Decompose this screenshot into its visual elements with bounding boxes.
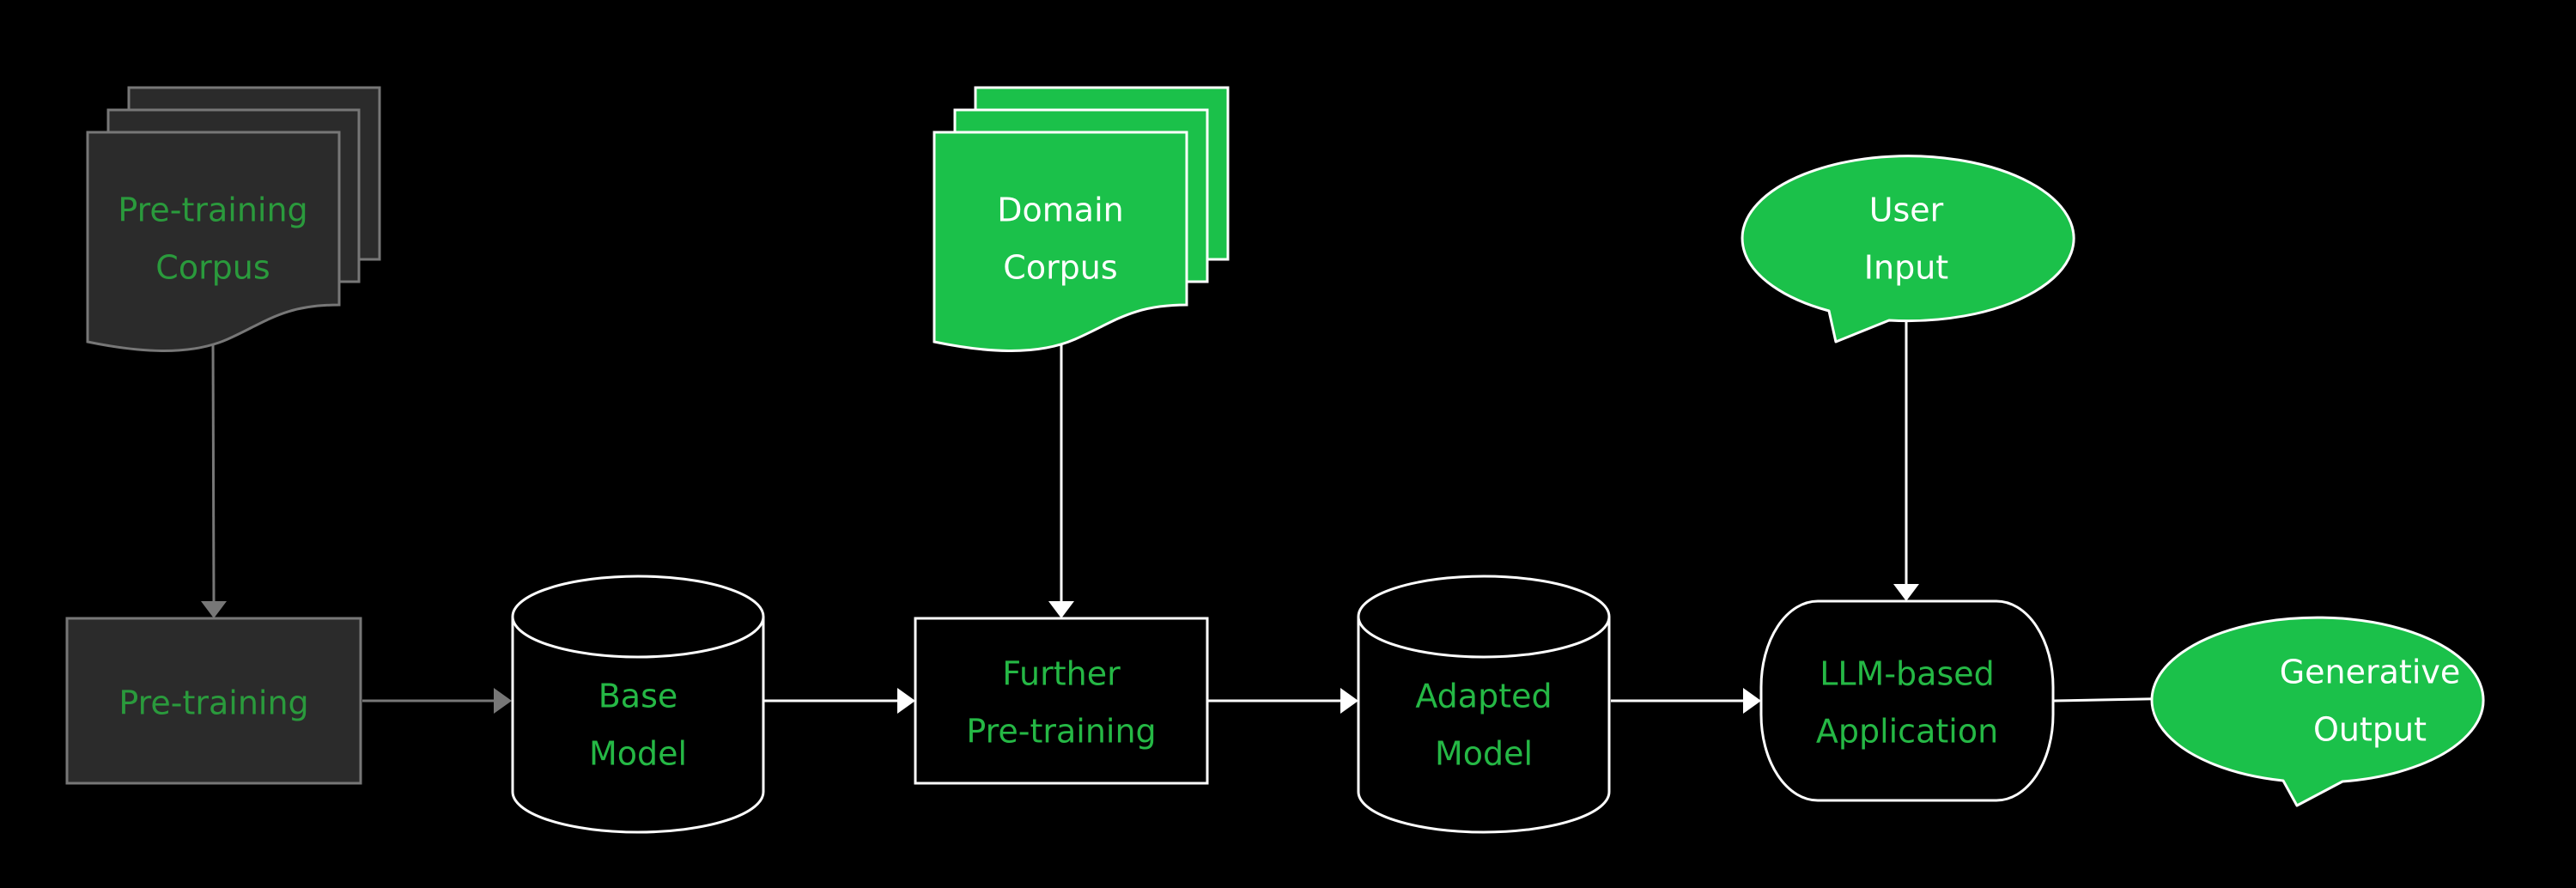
edges: [201, 322, 2205, 714]
pretraining-corpus-label-line1: Pre-training: [118, 192, 307, 229]
adapted-model-label-line1: Adapted: [1415, 678, 1552, 715]
speech-bubble-icon: [1741, 155, 2075, 344]
base-model-label-line2: Model: [589, 735, 687, 773]
further-pretraining-label-line1: Further: [1002, 655, 1121, 693]
process-box: [65, 617, 362, 785]
document-icon: [933, 131, 1188, 352]
arrowhead: [1340, 688, 1358, 714]
pretraining-corpus-node: Pre-training Corpus: [86, 86, 381, 352]
pretraining-label: Pre-training: [118, 684, 308, 722]
domain-corpus-label-line1: Domain: [997, 192, 1123, 229]
arrowhead: [201, 601, 227, 618]
further-pretraining-label-line2: Pre-training: [966, 713, 1156, 751]
cylinder-body: [511, 617, 765, 834]
generative-output-node: Generative Output: [2150, 616, 2485, 807]
user-input-label-line1: User: [1869, 192, 1944, 229]
base-model-node: Base Model: [511, 575, 765, 834]
base-model-label-line1: Base: [598, 678, 678, 715]
cylinder-body: [1357, 617, 1611, 834]
cylinder-top: [511, 575, 765, 659]
speech-bubble-icon: [2150, 616, 2485, 807]
generative-output-label-line2: Output: [2313, 711, 2427, 749]
arrowhead: [1048, 601, 1074, 618]
adapted-model-node: Adapted Model: [1357, 575, 1611, 834]
domain-corpus-node: Domain Corpus: [933, 86, 1230, 352]
terminal-box: [1759, 599, 2055, 802]
cylinder-top: [1357, 575, 1611, 659]
arrowhead: [1743, 688, 1761, 714]
arrowhead: [897, 688, 915, 714]
process-box: [914, 617, 1209, 785]
domain-corpus-label-line2: Corpus: [1003, 249, 1117, 287]
llm-application-label-line2: Application: [1816, 713, 1998, 751]
further-pretraining-node: Further Pre-training: [914, 617, 1209, 785]
pretraining-corpus-label-line2: Corpus: [155, 249, 270, 287]
adapted-model-label-line2: Model: [1435, 735, 1533, 773]
generative-output-label-line1: Generative: [2280, 654, 2461, 691]
llm-application-label-line1: LLM-based: [1820, 655, 1995, 693]
document-icon: [86, 131, 341, 352]
pretraining-node: Pre-training: [65, 617, 362, 785]
arrowhead: [494, 688, 512, 714]
arrowhead: [1893, 584, 1919, 601]
user-input-node: User Input: [1741, 155, 2075, 344]
user-input-label-line2: Input: [1864, 249, 1948, 287]
edge-corpus-to-pretraining: [211, 338, 216, 602]
llm-application-node: LLM-based Application: [1759, 599, 2055, 802]
